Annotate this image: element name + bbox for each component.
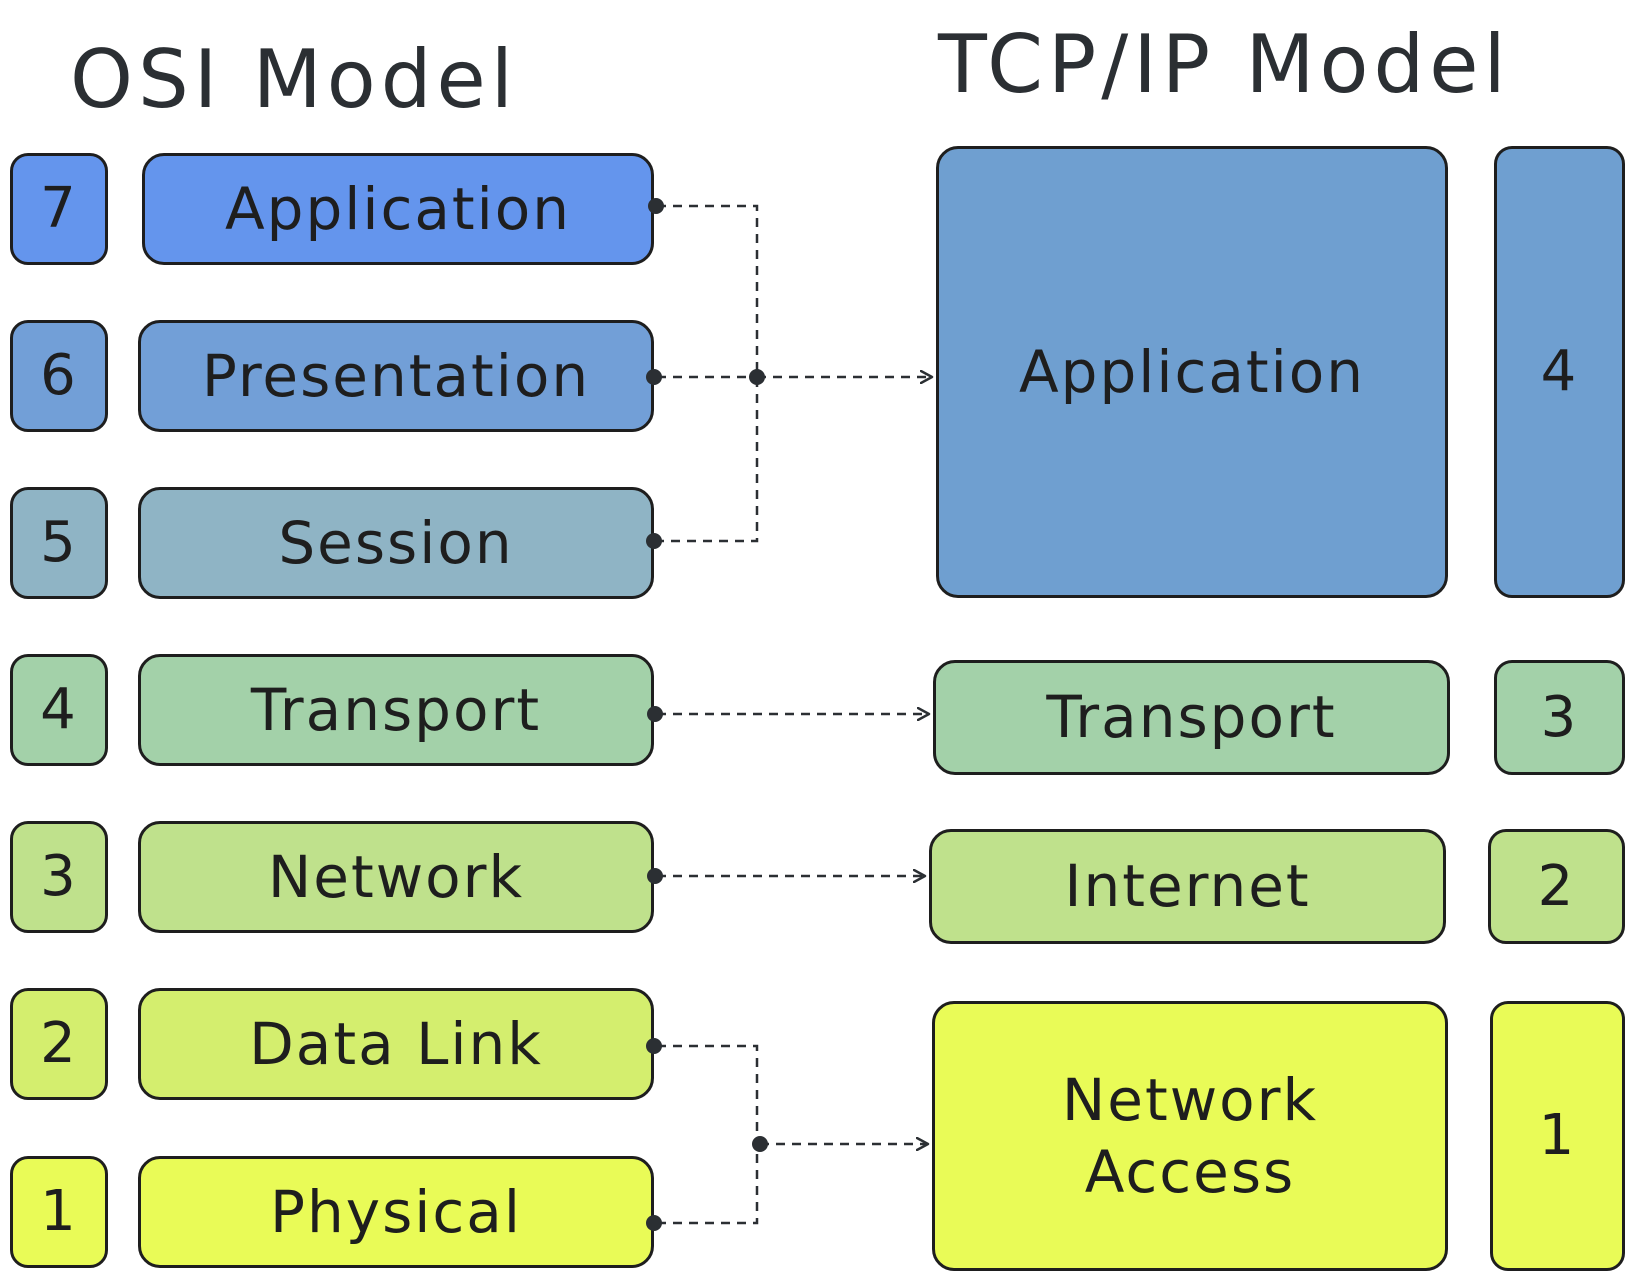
osi-layer-data-link: Data Link <box>138 988 654 1100</box>
connector-dot-junction-upper <box>749 369 765 385</box>
osi-layer-network: Network <box>138 821 654 933</box>
osi-layer-2-number: 2 <box>10 988 108 1100</box>
tcpip-layer-application: Application <box>936 146 1448 598</box>
connector-dot-junction-lower <box>752 1136 768 1152</box>
osi-layer-transport: Transport <box>138 654 654 766</box>
osi-layer-7-number: 7 <box>10 153 108 265</box>
tcpip-model-title: TCP/IP Model <box>938 18 1511 111</box>
tcpip-layer-transport: Transport <box>933 660 1450 775</box>
osi-layer-application: Application <box>142 153 654 265</box>
osi-layer-4-number: 4 <box>10 654 108 766</box>
tcpip-layer-internet: Internet <box>929 829 1446 944</box>
connector-datalink-physical-branch <box>657 1044 759 1225</box>
tcpip-network-access-line2: Access <box>1084 1138 1296 1206</box>
tcpip-layer-network-access: Network Access <box>932 1001 1448 1271</box>
osi-layer-6-number: 6 <box>10 320 108 432</box>
osi-layer-presentation: Presentation <box>138 320 654 432</box>
tcpip-layer-4-number: 4 <box>1494 146 1625 598</box>
osi-layer-session: Session <box>138 487 654 599</box>
tcpip-layer-1-number: 1 <box>1490 1001 1625 1271</box>
connector-application-branch <box>657 204 759 543</box>
osi-layer-5-number: 5 <box>10 487 108 599</box>
tcpip-layer-2-number: 2 <box>1488 829 1625 944</box>
osi-model-title: OSI Model <box>70 33 518 126</box>
tcpip-layer-3-number: 3 <box>1494 660 1625 775</box>
osi-layer-3-number: 3 <box>10 821 108 933</box>
osi-layer-1-number: 1 <box>10 1156 108 1268</box>
osi-layer-physical: Physical <box>138 1156 654 1268</box>
tcpip-network-access-line1: Network <box>1061 1065 1319 1134</box>
